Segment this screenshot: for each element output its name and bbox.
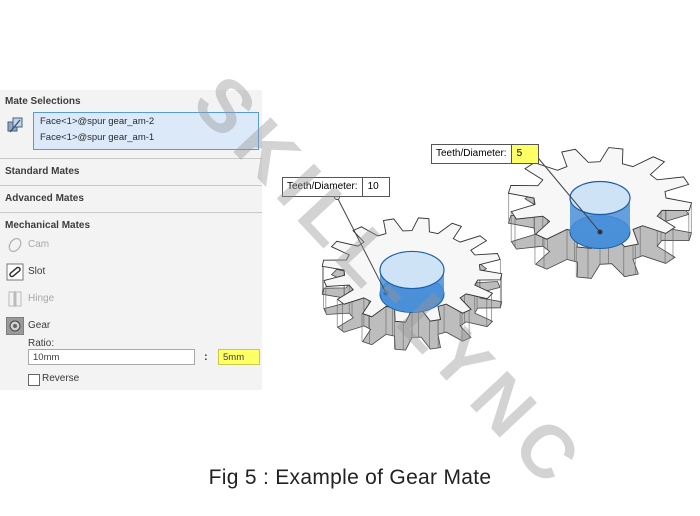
- gear-icon: [6, 317, 24, 335]
- divider: [0, 212, 262, 213]
- selection-item[interactable]: Face<1>@spur gear_am-1: [40, 132, 155, 143]
- callout-value[interactable]: 5: [510, 145, 538, 163]
- reverse-checkbox[interactable]: [28, 374, 40, 386]
- cam-icon: [8, 237, 22, 253]
- hinge-icon: [8, 291, 22, 307]
- figure-caption: Fig 5 : Example of Gear Mate: [208, 466, 492, 489]
- left-face-point: [383, 290, 389, 296]
- left-leader-line: [336, 196, 387, 294]
- left-teeth-diameter-callout[interactable]: Teeth/Diameter: 10: [282, 177, 390, 197]
- mate-selections-header[interactable]: Mate Selections: [5, 96, 81, 107]
- mechanical-mates-header[interactable]: Mechanical Mates: [5, 220, 91, 231]
- ratio-right-input[interactable]: 5mm: [218, 349, 260, 365]
- right-gear[interactable]: [507, 147, 693, 279]
- mate-selection-icon: [7, 117, 23, 133]
- callout-value[interactable]: 10: [361, 178, 389, 196]
- right-face-point: [597, 229, 603, 235]
- selection-item[interactable]: Face<1>@spur gear_am-2: [40, 116, 155, 127]
- divider: [0, 185, 262, 186]
- ratio-separator: :: [204, 351, 208, 363]
- cam-label: Cam: [28, 239, 50, 250]
- hinge-label: Hinge: [28, 293, 55, 304]
- mate-selections-list[interactable]: Face<1>@spur gear_am-2 Face<1>@spur gear…: [33, 112, 259, 150]
- left-gear[interactable]: [321, 217, 503, 351]
- right-teeth-diameter-callout[interactable]: Teeth/Diameter: 5: [431, 144, 539, 164]
- reverse-label: Reverse: [42, 373, 80, 384]
- callout-label: Teeth/Diameter:: [287, 181, 358, 192]
- standard-mates-header[interactable]: Standard Mates: [5, 166, 80, 177]
- ratio-left-input[interactable]: 10mm: [28, 349, 195, 365]
- divider: [0, 158, 262, 159]
- slot-icon: [6, 263, 24, 281]
- gear-label: Gear: [28, 320, 51, 331]
- gear-drawing: [321, 147, 693, 351]
- callout-label: Teeth/Diameter:: [436, 148, 507, 159]
- gear-assembly-view: Teeth/Diameter: 10 Teeth/Diameter: 5: [270, 130, 700, 380]
- ratio-label: Ratio:: [28, 338, 55, 349]
- mate-property-panel: Mate Selections Face<1>@spur gear_am-2 F…: [0, 90, 262, 390]
- right-leader-line: [533, 152, 601, 233]
- advanced-mates-header[interactable]: Advanced Mates: [5, 193, 84, 204]
- slot-label: Slot: [28, 266, 46, 277]
